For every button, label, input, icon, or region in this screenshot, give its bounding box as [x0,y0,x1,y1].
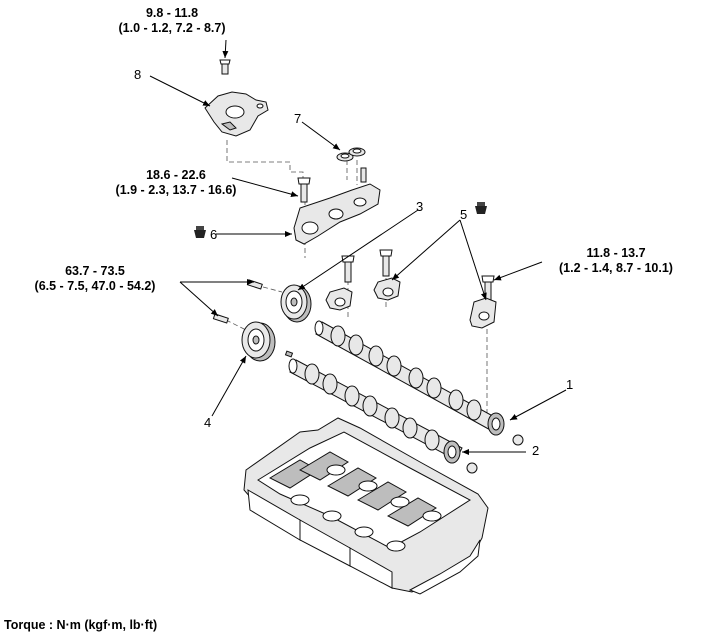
lower-camshaft-part [288,358,478,474]
callout-4: 4 [204,415,212,430]
torque-label-sprocket-bolt: 63.7 - 73.5 (6.5 - 7.5, 47.0 - 54.2) [0,264,190,294]
cylinder-head-part [243,417,489,595]
front-bearing-cap-part [293,167,381,245]
torque-marker-icon [194,202,487,238]
torque-label-front-cap-bolt: 18.6 - 22.6 (1.9 - 2.3, 13.7 - 16.6) [100,168,252,198]
bearing-caps-part [325,277,497,329]
assembly-guide-lines [225,140,488,418]
seal-part [336,147,366,162]
callout-6: 6 [210,227,218,242]
lower-sprocket-part [212,313,294,362]
torque-units-legend: Torque : N·m (kgf·m, lb·ft) [4,618,158,632]
torque-value: 11.8 - 13.7 [586,246,646,260]
torque-value-sub: (6.5 - 7.5, 47.0 - 54.2) [34,279,156,293]
callout-2: 2 [532,443,540,458]
cap-bolts-part [341,249,495,303]
callout-7: 7 [294,111,302,126]
torque-value: 9.8 - 11.8 [145,6,199,20]
torque-value-sub: (1.2 - 1.4, 8.7 - 10.1) [559,261,673,275]
torque-label-sensor-bolt: 9.8 - 11.8 (1.0 - 1.2, 7.2 - 8.7) [102,6,242,36]
sensor-bracket-part [204,59,269,137]
torque-label-cap-bolt: 11.8 - 13.7 (1.2 - 1.4, 8.7 - 10.1) [536,246,696,276]
callout-8: 8 [134,67,142,82]
callout-3: 3 [416,199,424,214]
upper-camshaft-part [314,320,524,446]
leader-lines [149,39,567,455]
torque-value: 18.6 - 22.6 [146,168,206,182]
torque-value-sub: (1.0 - 1.2, 7.2 - 8.7) [118,21,226,35]
torque-value: 63.7 - 73.5 [65,264,125,278]
torque-value-sub: (1.9 - 2.3, 13.7 - 16.6) [115,183,237,197]
callout-5: 5 [460,207,468,222]
upper-sprocket-part [246,279,312,323]
callout-1: 1 [566,377,574,392]
